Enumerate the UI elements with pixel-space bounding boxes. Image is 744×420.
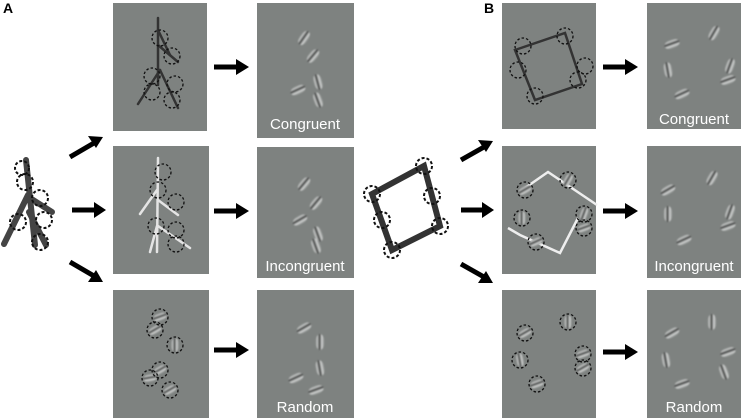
panel-a-label: A — [3, 0, 13, 16]
a-incongruent-result — [257, 147, 354, 278]
b-congruent-caption: Congruent — [659, 111, 730, 128]
a-congruent-stimulus — [113, 3, 207, 131]
arrow-b-congruent — [603, 59, 638, 75]
a-congruent-caption: Congruent — [270, 116, 341, 133]
arrow-a-random — [214, 342, 249, 358]
a-random-stimulus — [113, 290, 209, 418]
arrow-a-incongruent — [214, 203, 249, 219]
tree-source-figure — [1, 157, 55, 251]
b-congruent-stimulus — [502, 3, 596, 129]
arrow-b-random — [603, 344, 638, 360]
arrows-a-branch — [68, 136, 106, 282]
b-random-caption: Random — [666, 399, 723, 416]
square-source-figure — [363, 157, 449, 259]
a-incongruent-caption: Incongruent — [265, 258, 345, 275]
b-incongruent-stimulus — [502, 146, 596, 274]
a-random-result — [257, 290, 354, 418]
panel-b-label: B — [484, 0, 494, 16]
a-congruent-result — [257, 3, 354, 138]
a-incongruent-stimulus — [113, 146, 209, 274]
arrow-a-congruent — [214, 59, 249, 75]
b-incongruent-caption: Incongruent — [654, 258, 734, 275]
a-random-caption: Random — [277, 399, 334, 416]
arrows-b-branch — [459, 140, 494, 283]
arrow-b-incongruent — [603, 203, 638, 219]
